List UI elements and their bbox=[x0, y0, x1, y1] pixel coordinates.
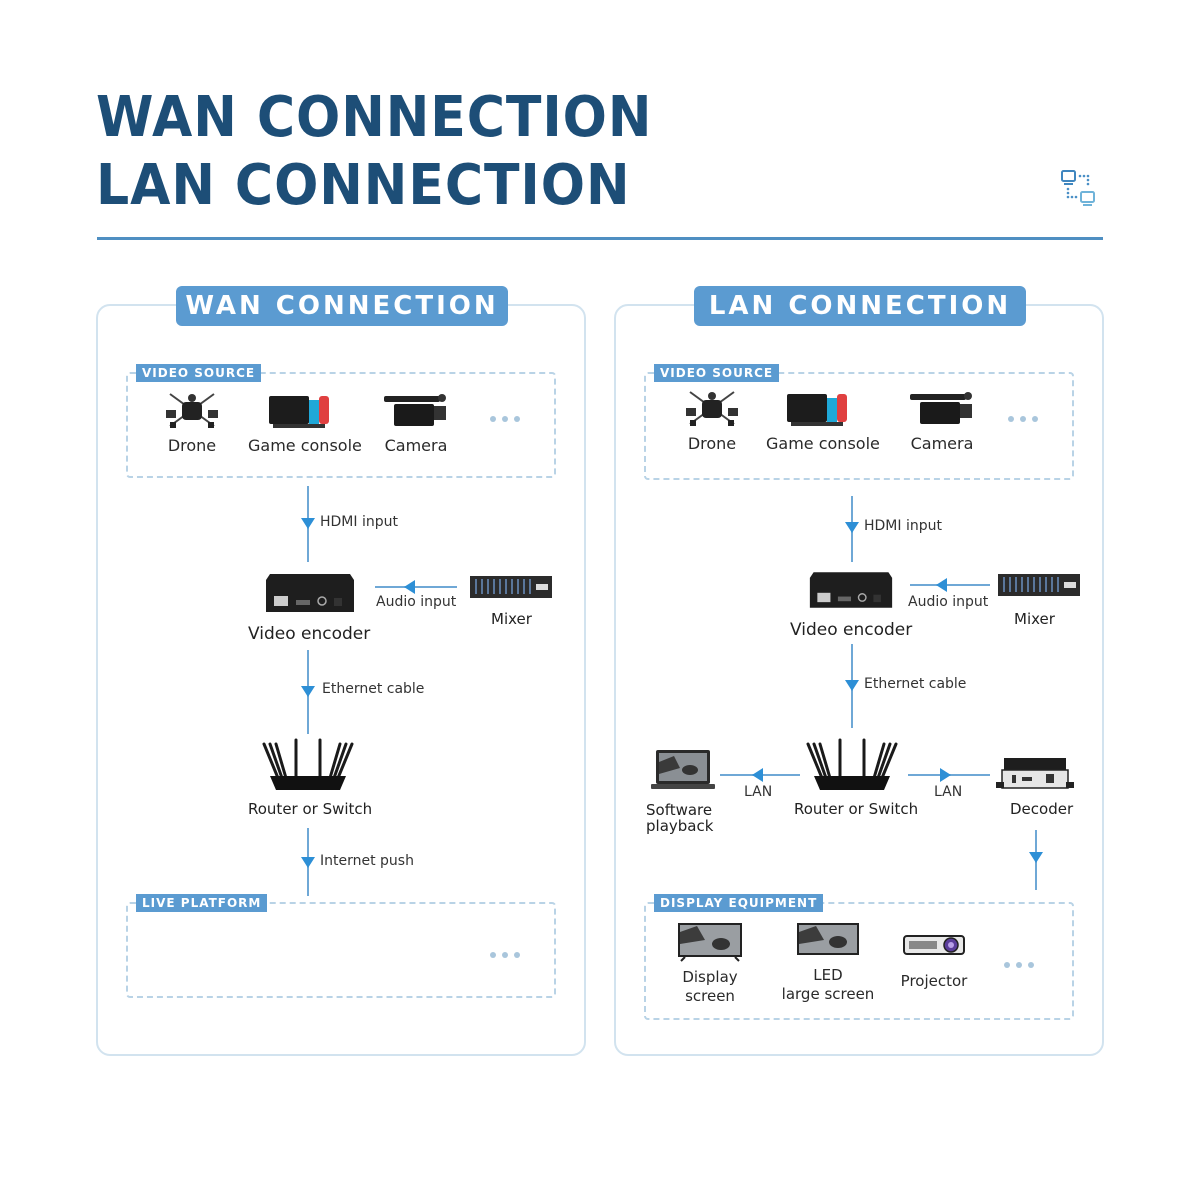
router-label: Router or Switch bbox=[248, 800, 373, 818]
mixer-icon bbox=[468, 572, 554, 602]
display-equipment-tag: DISPLAY EQUIPMENT bbox=[654, 894, 824, 912]
ethernet-cable-label: Ethernet cable bbox=[864, 676, 967, 692]
drone-icon bbox=[158, 390, 226, 430]
arrow-right-icon bbox=[940, 768, 951, 782]
title-divider bbox=[97, 237, 1103, 240]
more-dots-icon bbox=[490, 416, 520, 422]
arrow-down-icon bbox=[845, 680, 859, 691]
more-dots-icon bbox=[1004, 962, 1034, 968]
router-label: Router or Switch bbox=[794, 800, 919, 818]
source-label: Drone bbox=[167, 436, 217, 455]
video-encoder-icon bbox=[808, 568, 894, 612]
video-encoder-label: Video encoder bbox=[248, 624, 371, 644]
arrow-left-icon bbox=[752, 768, 763, 782]
wan-video-source-box: VIDEO SOURCE bbox=[126, 364, 556, 478]
lan-panel-title: LAN CONNECTION bbox=[694, 286, 1026, 326]
router-icon bbox=[256, 738, 360, 794]
source-game-console: Game console bbox=[248, 390, 362, 455]
source-drone: Drone bbox=[678, 388, 746, 453]
game-console-icon bbox=[766, 388, 872, 428]
display-screen-item: Display screen bbox=[672, 922, 748, 1006]
source-camera: Camera bbox=[904, 388, 980, 453]
page-title-lan: LAN CONNECTION bbox=[96, 153, 631, 218]
audio-input-label: Audio input bbox=[908, 594, 989, 610]
arrow-down-icon bbox=[845, 522, 859, 533]
live-platform-box: LIVE PLATFORM bbox=[126, 894, 556, 998]
page-title-wan: WAN CONNECTION bbox=[96, 85, 653, 150]
arrow-down-icon bbox=[301, 686, 315, 697]
wan-panel: WAN CONNECTION VIDEO SOURCE Drone Game c… bbox=[96, 286, 586, 1056]
display-label: Display screen bbox=[682, 968, 738, 1005]
mixer-label: Mixer bbox=[1014, 610, 1055, 628]
arrow-down-icon bbox=[301, 857, 315, 868]
audio-input-label: Audio input bbox=[376, 594, 457, 610]
source-drone: Drone bbox=[158, 390, 226, 455]
arrow-down-icon bbox=[1029, 852, 1043, 863]
led-screen-item: LED large screen bbox=[776, 922, 880, 1004]
ethernet-cable-label: Ethernet cable bbox=[322, 681, 425, 697]
source-game-console: Game console bbox=[766, 388, 880, 453]
arrow-left-icon bbox=[936, 578, 947, 592]
source-camera: Camera bbox=[378, 390, 454, 455]
hdmi-input-label: HDMI input bbox=[320, 514, 398, 530]
mixer-icon bbox=[996, 570, 1082, 600]
source-label: Camera bbox=[384, 436, 448, 455]
projector-item: Projector bbox=[892, 932, 976, 990]
software-playback-label: Software playback bbox=[646, 801, 714, 835]
source-label: Drone bbox=[687, 434, 737, 453]
wan-panel-title: WAN CONNECTION bbox=[176, 286, 508, 326]
display-equipment-box: DISPLAY EQUIPMENT bbox=[644, 894, 1074, 1020]
lan-right-label: LAN bbox=[934, 784, 963, 800]
video-encoder-icon bbox=[264, 570, 356, 616]
projector-label: Projector bbox=[900, 972, 968, 990]
video-source-tag: VIDEO SOURCE bbox=[136, 364, 262, 382]
display-screen-icon bbox=[672, 922, 748, 962]
audio-connector-line bbox=[910, 584, 990, 586]
lan-panel: LAN CONNECTION VIDEO SOURCE Drone Game c… bbox=[614, 286, 1104, 1056]
laptop-icon bbox=[650, 748, 716, 792]
drone-icon bbox=[678, 388, 746, 428]
game-console-icon bbox=[248, 390, 354, 430]
hdmi-input-label: HDMI input bbox=[864, 518, 942, 534]
source-label: Camera bbox=[910, 434, 974, 453]
camera-icon bbox=[904, 388, 980, 428]
audio-connector-line bbox=[375, 586, 457, 588]
arrow-left-icon bbox=[404, 580, 415, 594]
video-encoder-label: Video encoder bbox=[790, 620, 913, 640]
router-icon bbox=[800, 738, 904, 794]
arrow-down-icon bbox=[301, 518, 315, 529]
led-label: LED large screen bbox=[781, 966, 875, 1003]
internet-push-label: Internet push bbox=[320, 853, 414, 869]
video-source-tag: VIDEO SOURCE bbox=[654, 364, 780, 382]
projector-icon bbox=[892, 932, 976, 958]
led-screen-icon bbox=[776, 922, 880, 958]
lan-video-source-box: VIDEO SOURCE bbox=[644, 364, 1074, 480]
more-dots-icon bbox=[490, 952, 520, 958]
decoder-label: Decoder bbox=[1010, 800, 1074, 818]
source-label: Game console bbox=[248, 436, 362, 455]
network-topology-icon bbox=[1060, 168, 1098, 208]
decoder-icon bbox=[996, 756, 1074, 792]
source-label: Game console bbox=[766, 434, 880, 453]
live-platform-tag: LIVE PLATFORM bbox=[136, 894, 268, 912]
mixer-label: Mixer bbox=[491, 610, 532, 628]
lan-left-label: LAN bbox=[744, 784, 773, 800]
camera-icon bbox=[378, 390, 454, 430]
more-dots-icon bbox=[1008, 416, 1038, 422]
